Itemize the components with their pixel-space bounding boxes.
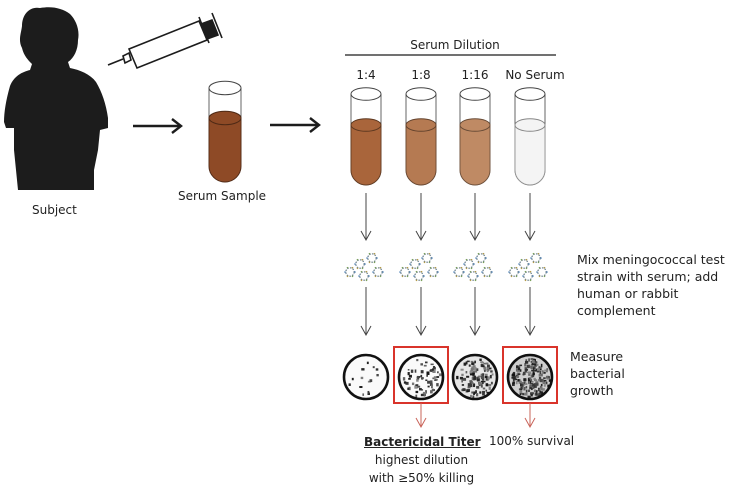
dilution-tube-3 <box>459 87 491 186</box>
liquid-surface <box>208 110 242 126</box>
growth-plate-2 <box>393 346 449 404</box>
step-arrow-2-2 <box>415 287 427 337</box>
growth-plate-1 <box>342 353 390 401</box>
survival-label: 100% survival <box>489 434 575 448</box>
mix-line-4: complement <box>577 303 656 318</box>
arrow-subject-to-sample <box>133 118 183 134</box>
step-arrow-2-1 <box>360 287 372 337</box>
result-arrow <box>524 403 536 429</box>
tube-liquid <box>405 124 437 186</box>
subject-label: Subject <box>32 203 77 217</box>
bacteria-cluster-icon <box>399 252 439 282</box>
tube-liquid <box>459 124 491 186</box>
serum-sample-label: Serum Sample <box>178 189 267 203</box>
step-arrow-1-1 <box>360 193 372 242</box>
growth-plate-4 <box>502 346 558 404</box>
liquid-surface <box>514 118 546 132</box>
dilution-tube-2 <box>405 87 437 186</box>
step-arrow-2-3 <box>469 287 481 337</box>
plate-rim <box>342 353 390 401</box>
step-arrow-1-3 <box>469 193 481 242</box>
tube-label-1: 1:4 <box>356 68 376 82</box>
mix-line-1: Mix meningococcal test <box>577 252 725 267</box>
titer-desc-1: highest dilution <box>374 453 469 467</box>
tube-rim <box>514 87 546 101</box>
plate-rim <box>506 353 554 401</box>
bacteria-cluster-icon <box>453 252 493 282</box>
syringe-icon <box>107 12 223 70</box>
tube-label-2: 1:8 <box>411 68 431 82</box>
serum-sample-tube <box>208 80 242 183</box>
liquid-surface <box>459 118 491 132</box>
tube-label-3: 1:16 <box>461 68 489 82</box>
growth-plate-3 <box>451 353 499 401</box>
liquid-surface <box>405 118 437 132</box>
measure-line-2: bacterial <box>570 366 625 381</box>
mix-step-note: Mix meningococcal test strain with serum… <box>577 251 725 319</box>
bactericidal-titer-title: Bactericidal Titer <box>364 435 481 449</box>
bacteria-cluster-icon <box>508 252 548 282</box>
titer-desc-2: with ≥50% killing <box>368 471 475 485</box>
step-arrow-2-4 <box>524 287 536 337</box>
step-arrow-1-4 <box>524 193 536 242</box>
tube-label-4: No Serum <box>505 68 565 82</box>
tube-rim <box>459 87 491 101</box>
step-arrow-1-2 <box>415 193 427 242</box>
measure-line-1: Measure <box>570 349 624 364</box>
measure-step-note: Measure bacterial growth <box>570 348 625 399</box>
bactericidal-titer-block: Bactericidal Titer highest dilution with… <box>364 433 481 487</box>
dilution-tube-1 <box>350 87 382 186</box>
tube-liquid <box>514 124 546 186</box>
measure-line-3: growth <box>570 383 614 398</box>
liquid-surface <box>350 118 382 132</box>
subject-silhouette-icon <box>4 7 108 190</box>
tube-rim <box>350 87 382 101</box>
dilution-tube-4 <box>514 87 546 186</box>
tube-liquid <box>350 124 382 186</box>
tube-rim <box>405 87 437 101</box>
plate-rim <box>397 353 445 401</box>
mix-line-2: strain with serum; add <box>577 269 719 284</box>
plate-rim <box>451 353 499 401</box>
arrow-sample-to-dilution <box>270 117 321 133</box>
tube-liquid <box>208 117 242 183</box>
dilution-title: Serum Dilution <box>410 38 500 52</box>
mix-line-3: human or rabbit <box>577 286 679 301</box>
tube-rim <box>208 80 242 96</box>
result-arrow <box>415 403 427 429</box>
bacteria-cluster-icon <box>344 252 384 282</box>
